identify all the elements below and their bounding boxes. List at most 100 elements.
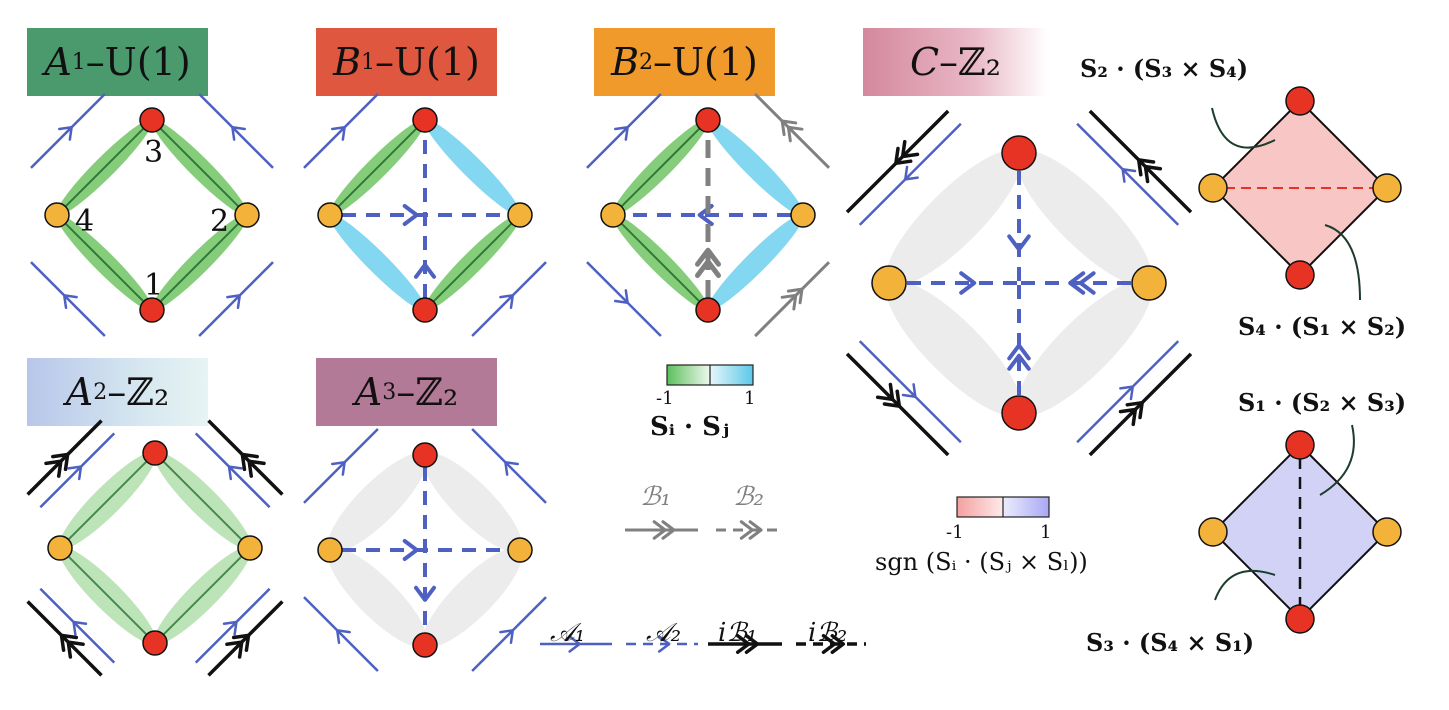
chirality-bottom-pointer-1 xyxy=(1319,424,1355,496)
C-bond-tr-shape xyxy=(1016,150,1152,286)
chirality-label-412: S₄ · (S₁ × S₂) xyxy=(1238,312,1407,341)
A1-site-2 xyxy=(234,202,260,228)
A1-link-tl-A-chevron xyxy=(57,125,73,141)
B2-vertical-link-chevron xyxy=(695,247,721,267)
B2-link-bl-A-chevron xyxy=(613,289,629,305)
C-bottom-link-chevron xyxy=(1007,353,1031,371)
B2g-link-br-B-line xyxy=(754,261,831,338)
C-top-link-chevron xyxy=(1007,234,1031,252)
C-site-right xyxy=(1131,265,1167,301)
A1-bond-tl-stripe xyxy=(61,124,148,211)
B1-bond-bl-shape xyxy=(329,214,426,311)
A2-site-right xyxy=(237,535,263,561)
C-link-tr-A-chevron xyxy=(1121,168,1137,183)
title-main: A xyxy=(44,40,72,84)
C-link-br-A-line xyxy=(1076,340,1180,444)
B2-site-left xyxy=(600,202,626,228)
A2-site-bottom xyxy=(142,630,168,656)
A1-site-1 xyxy=(139,297,165,323)
legend-B2-chevron xyxy=(739,520,754,540)
colorbar-chi-label: sgn (Sᵢ · (Sⱼ × Sₗ)) xyxy=(875,548,1088,576)
C-right-link-chevron xyxy=(1078,271,1096,295)
B1-bond-tl-stripe xyxy=(334,124,421,211)
B2g-link-br-B-chevron xyxy=(780,293,798,311)
title-sub: 2 xyxy=(639,49,654,75)
chirality-bottom-site-bottom xyxy=(1285,604,1315,634)
B2-site-top xyxy=(695,107,721,133)
A1-link-br-A-line xyxy=(198,261,274,337)
B2-link-bl-A-line xyxy=(586,261,662,337)
A3-site-left xyxy=(317,537,343,563)
B2-bond-tr-shape xyxy=(707,119,804,216)
chirality-bottom-pointer-2 xyxy=(1214,569,1276,601)
A2-link-bl-A-chevron xyxy=(72,620,88,636)
A1-site-4 xyxy=(44,202,70,228)
A1-bond-bl-stripe xyxy=(61,219,148,306)
title-rest: –U(1) xyxy=(85,40,191,84)
A2-site-top xyxy=(142,440,168,466)
legend-B1-label: ℬ₁ xyxy=(640,482,671,512)
A2-link-tr-A-line xyxy=(194,432,271,509)
C-site-left xyxy=(871,265,907,301)
chirality-label-123: S₁ · (S₂ × S₃) xyxy=(1238,388,1407,417)
A1-bond-br-stripe xyxy=(156,219,243,306)
A2-bond-tr xyxy=(153,451,252,550)
A3-site-top xyxy=(412,442,438,468)
legend-iB1-label: iℬ₁ xyxy=(718,618,758,648)
chirality-top-pointer-2 xyxy=(1324,224,1361,301)
A2-link-tr-iB-chevron xyxy=(247,459,266,478)
panel-title-C: C –ℤ₂ xyxy=(863,28,1048,96)
B2g-link-tr-B-line xyxy=(754,92,831,169)
B2-bond-br-shape xyxy=(707,214,804,311)
C-bottom-link-chevron xyxy=(1007,343,1031,361)
B1-site-left xyxy=(317,202,343,228)
title-rest: –ℤ₂ xyxy=(396,370,459,414)
A3-link-br-A-line xyxy=(471,596,547,672)
A2-site-left xyxy=(47,535,73,561)
A3-link-tr-A-line xyxy=(471,428,547,504)
title-rest: –ℤ₂ xyxy=(939,40,1002,84)
A2-bond-br xyxy=(153,546,252,645)
B1-site-bottom xyxy=(412,297,438,323)
A1-site-3 xyxy=(139,107,165,133)
C-link-bl-A-chevron xyxy=(901,383,917,398)
A2-link-tl-iB-chevron xyxy=(51,452,70,472)
B2-site-right xyxy=(790,202,816,228)
title-rest: –U(1) xyxy=(653,40,758,84)
C-bond-bl-shape xyxy=(886,280,1022,416)
A3-bond-bl xyxy=(327,547,428,648)
B2-bond-bl-stripe xyxy=(617,219,704,306)
C-site-top xyxy=(1001,135,1037,171)
legend-B1-chevron xyxy=(652,520,667,540)
C-bond-br-shape xyxy=(1016,280,1152,416)
A2-link-bl-iB-line xyxy=(26,600,103,677)
A3-bond-tl-shape xyxy=(327,452,428,553)
C-link-tl-A-line xyxy=(858,122,962,226)
C-bond-tl xyxy=(886,150,1022,286)
A3-horizontal-link-chevron xyxy=(402,539,419,561)
A3-bond-br-shape xyxy=(422,547,523,648)
chirality-top-site-left xyxy=(1198,173,1228,203)
B1-bond-br-stripe xyxy=(429,219,516,306)
A2-link-br-iB-chevron xyxy=(231,633,251,652)
A1-link-tl-A-line xyxy=(30,93,106,169)
A2-bond-tl-stripe xyxy=(64,457,151,544)
B1-bond-tr xyxy=(424,119,521,216)
title-sub: 3 xyxy=(382,379,397,405)
A2-link-br-A-chevron xyxy=(222,620,238,636)
B1-horizontal-link-chevron xyxy=(402,204,419,226)
A1-bond-tl xyxy=(56,119,153,216)
C-link-tr-A-line xyxy=(1076,122,1180,226)
C-link-tl-iB-chevron xyxy=(894,146,913,166)
site-label-4: 4 xyxy=(75,204,95,239)
A1-link-br-A-chevron xyxy=(226,294,242,310)
chirality-bottom-plaquette xyxy=(1211,443,1389,621)
chirality-label-341: S₃ · (S₄ × S₁) xyxy=(1086,628,1255,657)
C-link-br-iB-chevron xyxy=(1125,400,1144,420)
B2g-link-br-B-chevron xyxy=(786,287,804,305)
C-link-tr-iB-chevron xyxy=(1136,158,1156,177)
